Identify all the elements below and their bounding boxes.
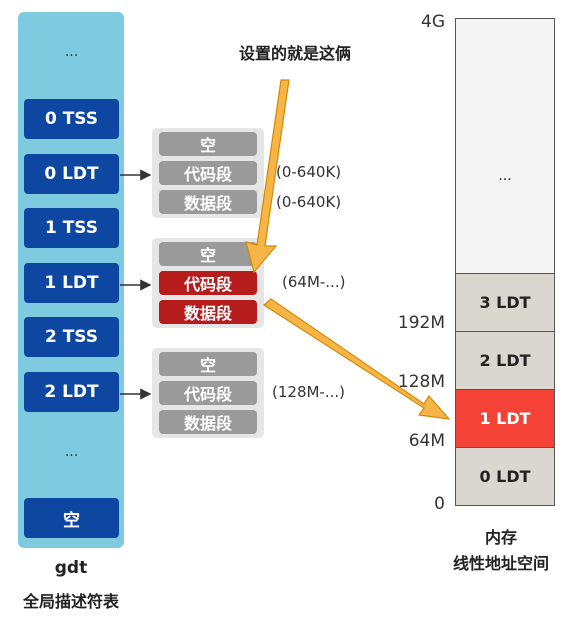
tick-4g: 4G	[421, 12, 445, 32]
ldt2-data-segment: 数据段	[159, 410, 257, 434]
tick-128m: 128M	[397, 372, 445, 392]
memory-2-ldt: 2 LDT	[455, 331, 555, 390]
ldt0-data-range: (0-640K)	[276, 193, 342, 211]
gdt-entry-2-ldt: 2 LDT	[24, 372, 119, 412]
ldt1-data-segment: 数据段	[159, 300, 257, 324]
ldt2-range: (128M-...)	[272, 383, 345, 401]
memory-0-ldt: 0 LDT	[455, 447, 555, 506]
gdt-entry-empty: 空	[24, 498, 119, 538]
gdt-caption-name: gdt	[54, 558, 88, 578]
tick-192m: 192M	[397, 313, 445, 333]
ldt1-code-segment: 代码段	[159, 271, 257, 295]
memory-3-ldt: 3 LDT	[455, 273, 555, 332]
gdt-top-ellipsis: ...	[64, 44, 79, 60]
ldt0-code-segment: 代码段	[159, 161, 257, 185]
annotation-arrow	[245, 79, 290, 274]
gdt-mid-ellipsis: ...	[64, 444, 79, 460]
gdt-caption-desc: 全局描述符表	[22, 592, 119, 611]
ldt2-code-segment: 代码段	[159, 381, 257, 405]
ldt0-code-range: (0-640K)	[276, 163, 342, 181]
ldt0-empty-segment: 空	[159, 132, 257, 156]
gdt-entry-1-tss: 1 TSS	[24, 208, 119, 248]
gdt-entry-0-tss: 0 TSS	[24, 99, 119, 139]
ldt1-range: (64M-...)	[282, 273, 346, 291]
tick-64m: 64M	[408, 431, 445, 451]
segment-to-memory-arrow	[262, 298, 451, 420]
memory-caption-2: 线性地址空间	[452, 554, 549, 573]
ldt1-empty-segment: 空	[159, 242, 257, 266]
ldt0-data-segment: 数据段	[159, 190, 257, 214]
tick-0: 0	[434, 494, 445, 514]
memory-upper-region: ...	[455, 18, 555, 274]
gdt-entry-0-ldt: 0 LDT	[24, 154, 119, 194]
memory-caption-1: 内存	[484, 528, 517, 547]
annotation-text: 设置的就是这俩	[238, 44, 351, 63]
ldt2-empty-segment: 空	[159, 352, 257, 376]
gdt-entry-1-ldt: 1 LDT	[24, 263, 119, 303]
gdt-entry-2-tss: 2 TSS	[24, 317, 119, 357]
